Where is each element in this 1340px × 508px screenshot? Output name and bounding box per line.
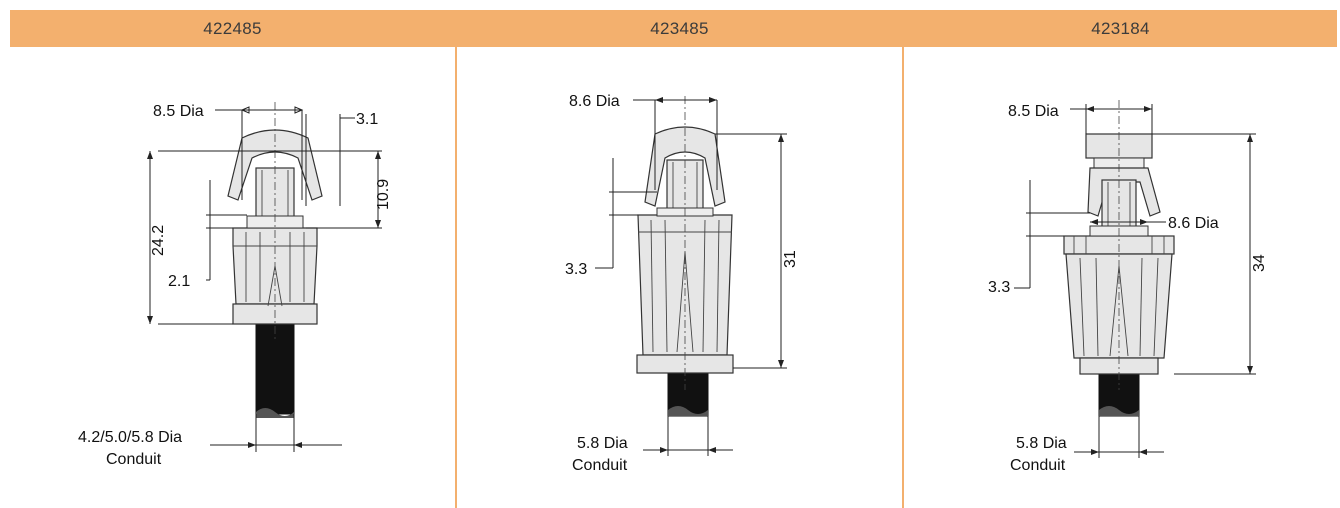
conduit-label: Conduit (572, 457, 628, 474)
dimension-lines (1014, 104, 1256, 458)
column-423485: 423485 (457, 10, 902, 508)
conduit-cut-end (1099, 406, 1139, 416)
column-separator (455, 10, 457, 508)
clip-height-label: 10.9 (375, 179, 392, 210)
part-number-header: 423485 (457, 10, 902, 47)
conduit-dia-label: 5.8 Dia (1016, 435, 1067, 452)
conduit-cable (255, 321, 295, 415)
gap-label: 2.1 (168, 273, 190, 290)
part-number-header: 423184 (904, 10, 1337, 47)
flange-dia-label: 8.6 Dia (1168, 215, 1219, 232)
conduit-dia-label: 5.8 Dia (577, 435, 628, 452)
head-dia-label: 8.6 Dia (569, 93, 620, 110)
part-drawing-422485: 8.5 Dia 3.1 10.9 24.2 2.1 4.2/5.0/5.8 Di… (78, 102, 392, 468)
gap-label: 3.3 (565, 261, 587, 278)
conduit-label: Conduit (106, 451, 162, 468)
overall-height-label: 31 (782, 250, 799, 268)
part-drawing-423485: 8.6 Dia 31 3.3 5.8 Dia Conduit (565, 93, 799, 474)
conduit-cut-end (256, 408, 294, 418)
part-number-header: 422485 (10, 10, 455, 47)
clip-width-label: 3.1 (356, 111, 378, 128)
column-423184: 423184 (904, 10, 1337, 508)
conduit-cut-end (668, 406, 708, 416)
conduit-label: Conduit (1010, 457, 1066, 474)
overall-height-label: 34 (1251, 254, 1268, 272)
part-drawing-423184: 8.5 Dia 8.6 Dia 34 3.3 5.8 Dia Conduit (988, 100, 1268, 474)
column-422485: 422485 (10, 10, 455, 508)
overall-height-label: 24.2 (150, 225, 167, 256)
head-dia-label: 8.5 Dia (1008, 103, 1059, 120)
retainer-body (1063, 235, 1175, 375)
gap-label: 3.3 (988, 279, 1010, 296)
conduit-dia-label: 4.2/5.0/5.8 Dia (78, 429, 182, 446)
dimension-lines (147, 106, 382, 452)
dimension-lines (595, 97, 787, 456)
column-separator (902, 10, 904, 508)
head-dia-label: 8.5 Dia (153, 103, 204, 120)
